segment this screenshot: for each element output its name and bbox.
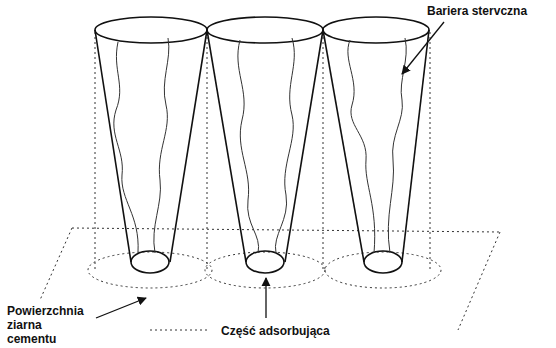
annotation-label: Powierzchnia ziarna cementu — [6, 304, 94, 346]
cone — [95, 17, 429, 273]
polymer-chain — [114, 38, 406, 253]
leader-arrow — [96, 22, 444, 318]
annotation-label: Bariera stervczna — [426, 4, 528, 18]
surface-plane — [40, 32, 500, 330]
annotation-label: Część adsorbująca — [220, 324, 331, 338]
